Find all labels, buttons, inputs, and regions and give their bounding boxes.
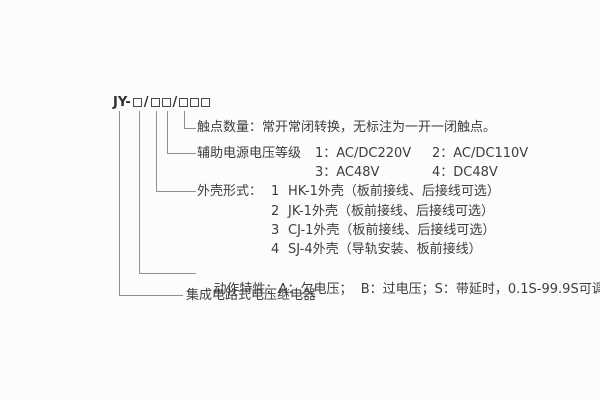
product-name-label: 集成电路式电压继电器 xyxy=(186,288,317,303)
connector-shell-vline xyxy=(156,111,157,191)
model-box-action xyxy=(132,98,142,107)
shell-option-2-text: JK-1外壳（板前接线、后接线可选） xyxy=(288,204,494,219)
connector-action-vline xyxy=(139,111,140,273)
model-box-contact-1 xyxy=(179,98,189,107)
action-characteristic-text: A：欠电压； B：过电压；S：带延时，0.1S-99.9S可调 xyxy=(278,282,600,297)
shell-option-1-num: 1 xyxy=(271,184,280,199)
model-slash-2: / xyxy=(172,95,178,110)
shell-option-1-text: HK-1外壳（板前接线、后接线可选） xyxy=(288,184,500,199)
aux-power-label: 辅助电源电压等级 xyxy=(197,146,302,161)
action-characteristic-row: 动作特性：A：欠电压； B：过电压；S：带延时，0.1S-99.9S可调 xyxy=(197,266,600,314)
model-code: JY- / / xyxy=(113,95,211,110)
connector-aux-power-hline xyxy=(167,153,196,154)
shell-option-4-num: 4 xyxy=(271,242,280,257)
connector-action-hline xyxy=(139,273,196,274)
shell-option-2-num: 2 xyxy=(271,204,280,219)
connector-product-hline xyxy=(119,295,183,296)
model-box-contact-3 xyxy=(201,98,211,107)
model-box-voltage xyxy=(161,98,171,107)
shell-option-3-num: 3 xyxy=(271,223,280,238)
model-box-contact-2 xyxy=(190,98,200,107)
model-box-shell xyxy=(150,98,160,107)
aux-power-option-3: 3：AC48V xyxy=(315,165,380,180)
connector-contact-count-hline xyxy=(184,128,196,129)
shell-option-4-text: SJ-4外壳（导轨安装、板前接线） xyxy=(288,242,482,257)
aux-power-option-1: 1：AC/DC220V xyxy=(315,146,412,161)
model-prefix: JY- xyxy=(113,95,131,110)
connector-shell-hline xyxy=(156,191,196,192)
connector-product-vline xyxy=(119,111,120,295)
contact-count-label: 触点数量：常开常闭转换，无标注为一开一闭触点。 xyxy=(197,120,497,135)
shell-type-label: 外壳形式： xyxy=(197,184,263,199)
model-slash-1: / xyxy=(143,95,149,110)
connector-contact-count-vline xyxy=(184,111,185,128)
aux-power-option-4: 4：DC48V xyxy=(432,165,498,180)
aux-power-option-2: 2：AC/DC110V xyxy=(432,146,529,161)
connector-aux-power-vline xyxy=(167,111,168,153)
shell-option-3-text: CJ-1外壳（板前接线、后接线可选） xyxy=(288,223,496,238)
action-characteristic-label: 动作特性： xyxy=(213,282,279,297)
